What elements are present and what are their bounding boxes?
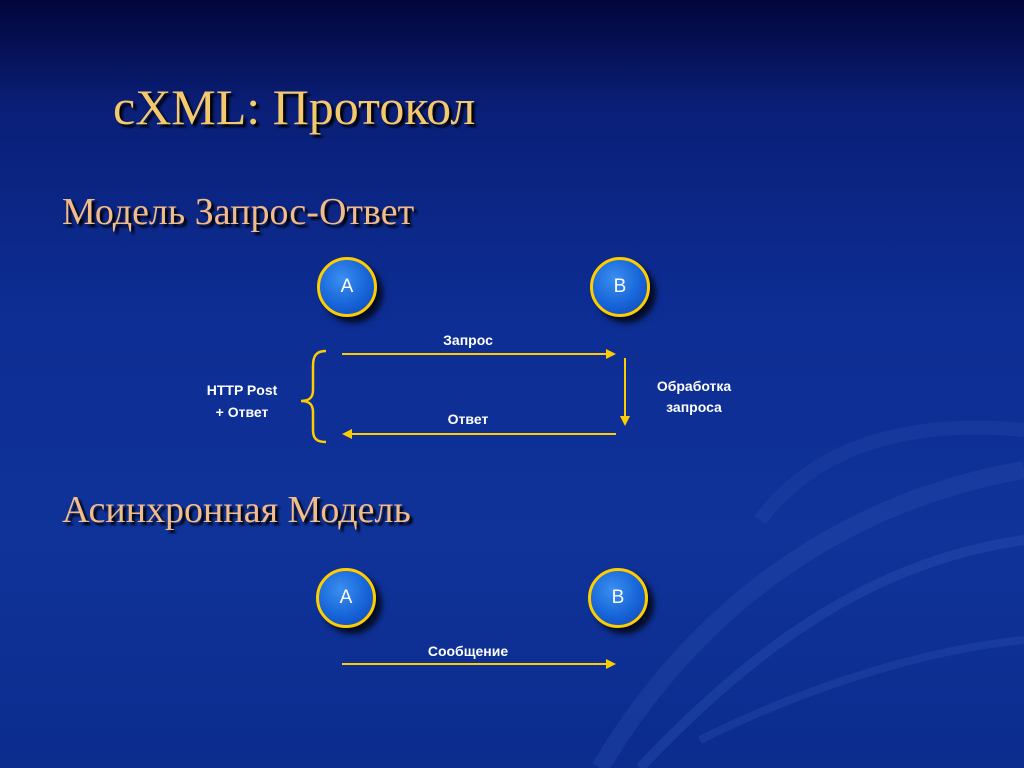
message-label: Сообщение [427, 643, 509, 659]
node-b-async: B [588, 568, 648, 628]
processing-label-line2: запроса [666, 399, 722, 415]
request-response-heading: Модель Запрос-Ответ [62, 191, 415, 233]
request-label: Запрос [443, 332, 493, 348]
http-post-label-line1: HTTP Post [206, 382, 278, 398]
http-post-label-line2: + Ответ [215, 404, 269, 420]
slide-title: cXML: Протокол [113, 79, 476, 135]
async-model-heading: Асинхронная Модель [62, 489, 411, 531]
http-post-bracket [300, 349, 327, 444]
node-b-sync: B [590, 257, 650, 317]
node-a-sync: A [317, 257, 377, 317]
processing-label-line1: Обработка [656, 378, 732, 394]
node-a-async: A [316, 568, 376, 628]
response-label: Ответ [447, 411, 489, 427]
